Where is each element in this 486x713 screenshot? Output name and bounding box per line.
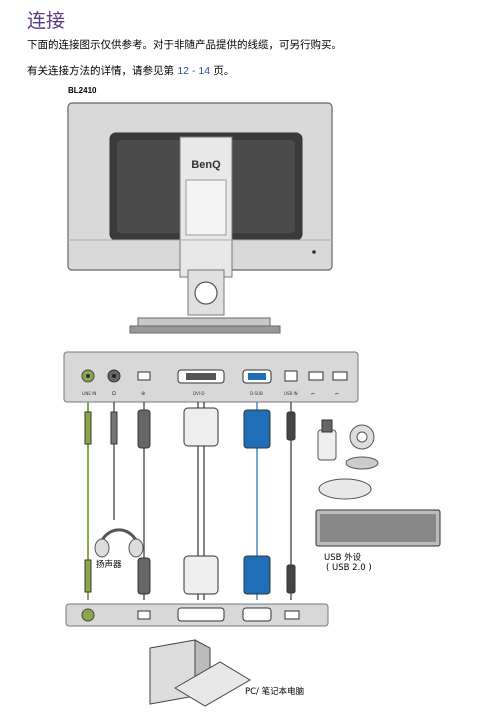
usb-port-2[interactable]: [332, 371, 348, 381]
page-reference: 有关连接方法的详情，请参见第 12 - 14 页。: [27, 63, 234, 78]
usb-devices-label: USB 外设: [324, 553, 362, 563]
pc-power-port[interactable]: [137, 610, 151, 620]
pc-dvi-port[interactable]: [177, 607, 225, 622]
port-label-dvi: DVI-D: [193, 391, 204, 396]
port-label-headphone: Ω: [112, 391, 116, 397]
pc-label: PC/ 笔记本电脑: [245, 687, 305, 697]
port-label-dsub: D-SUB: [250, 391, 263, 396]
port-label-usb-2: ⭠: [335, 391, 339, 397]
model-name: BL2410: [68, 86, 97, 95]
connectors-top: [84, 407, 296, 449]
usb-port-1[interactable]: [308, 371, 324, 381]
monitor-port-panel: LINE IN Ω ⊕ DVI-D D-SUB USB IN ⭠ ⭠: [63, 351, 359, 403]
mouse-icon: [318, 478, 372, 500]
power-port[interactable]: [137, 371, 151, 381]
page-title: 连接: [27, 10, 66, 32]
usb-in-port[interactable]: [284, 370, 298, 382]
intro-text: 下面的连接图示仅供参考。对于非随产品提供的线缆，可另行购买。: [27, 39, 342, 51]
power-indicator: [312, 250, 316, 254]
ref-prefix: 有关连接方法的详情，请参见第: [27, 65, 174, 77]
ref-pages-link[interactable]: 12 - 14: [177, 65, 211, 77]
pc-usb-port[interactable]: [284, 610, 300, 620]
pc-laptop-icon: [149, 639, 251, 707]
port-label-line-in: LINE IN: [82, 391, 96, 396]
port-label-usb-in: USB IN: [284, 391, 298, 396]
port-label-usb-1: ⭠: [311, 391, 315, 397]
headphones-icon: [94, 528, 144, 558]
usb-devices: [315, 419, 441, 547]
usb-version-label: ( USB 2.0 ): [326, 563, 372, 573]
ref-suffix: 页。: [213, 65, 235, 77]
brand-logo: BenQ: [191, 159, 221, 171]
usb-flash-drive-icon: [317, 429, 337, 461]
connectors-bottom: [84, 555, 296, 595]
speaker-label: 扬声器: [96, 560, 122, 570]
pc-port-panel: [65, 603, 329, 627]
pc-dsub-port[interactable]: [242, 607, 272, 622]
keyboard-icon: [315, 509, 441, 547]
port-label-power: ⊕: [141, 391, 145, 397]
monitor-illustration: BenQ: [67, 102, 333, 334]
pc-line-out-port[interactable]: [81, 608, 95, 622]
cable-hole: [194, 281, 218, 305]
